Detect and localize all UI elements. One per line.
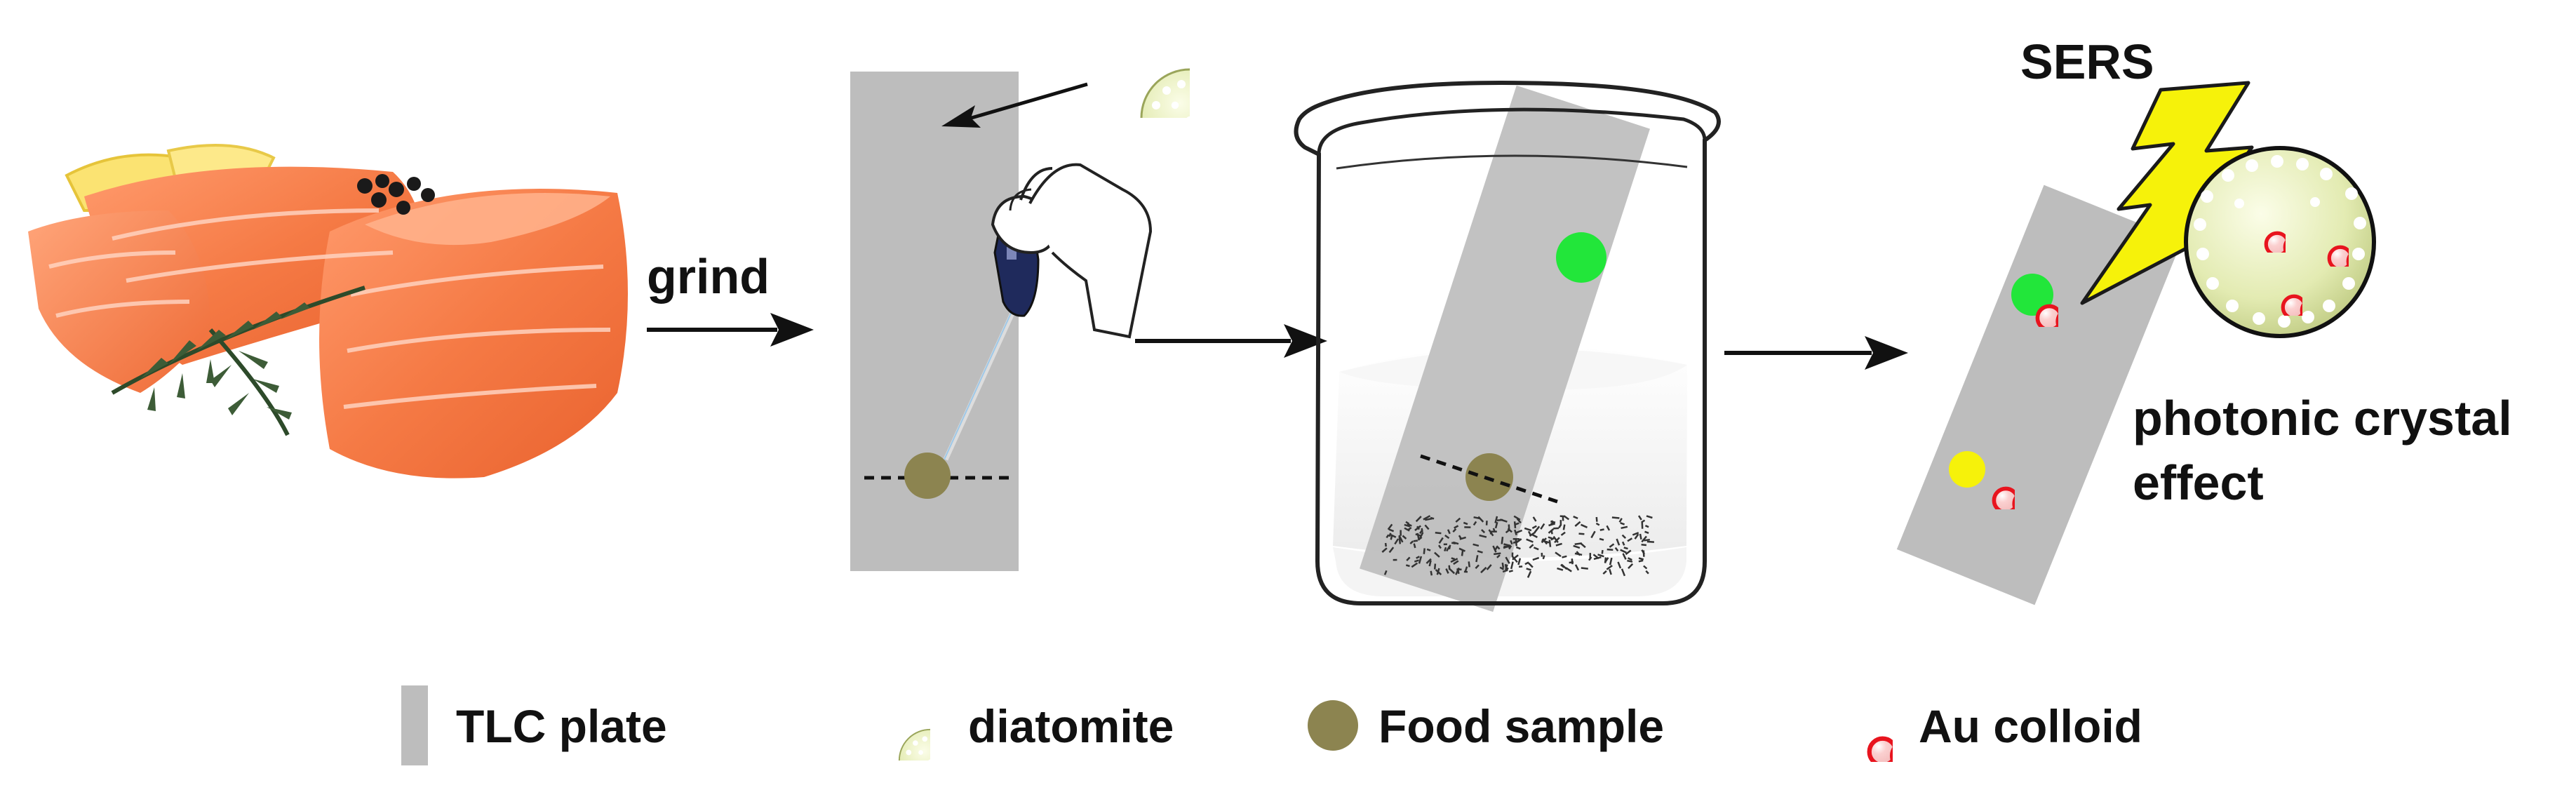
food-sample-spot-step3: [1465, 453, 1513, 501]
arrow-grind: [647, 313, 814, 347]
legend-tlc-plate-label: TLC plate: [456, 700, 667, 752]
legend-au-colloid-icon: [1870, 739, 1919, 789]
yellow-spot-step4: [1949, 451, 1985, 488]
sers-label: SERS: [2020, 34, 2154, 89]
legend-tlc-plate-swatch: [401, 685, 428, 765]
diatomite-particle-step2: [1141, 69, 1238, 166]
arrow-to-beaker: [1135, 324, 1327, 358]
legend: TLC plate diatomite Food sample Au collo…: [401, 685, 2142, 791]
legend-diatomite-icon: [899, 730, 961, 791]
photonic-crystal-label: photonic crystal: [2133, 391, 2512, 446]
grind-label: grind: [647, 249, 770, 304]
beaker-icon: [1296, 83, 1719, 612]
legend-au-colloid-label: Au colloid: [1919, 700, 2142, 752]
food-sample-spot-step2: [904, 453, 951, 499]
green-analyte-spot: [1556, 232, 1606, 283]
arrow-to-sers-plate: [1724, 336, 1908, 370]
legend-food-sample-label: Food sample: [1378, 700, 1664, 752]
legend-diatomite-label: diatomite: [968, 700, 1174, 752]
salmon-food-image: [28, 145, 628, 478]
effect-label: effect: [2133, 455, 2264, 510]
magnified-diatomite-au: [2186, 148, 2374, 338]
legend-food-sample-swatch: [1308, 700, 1358, 751]
